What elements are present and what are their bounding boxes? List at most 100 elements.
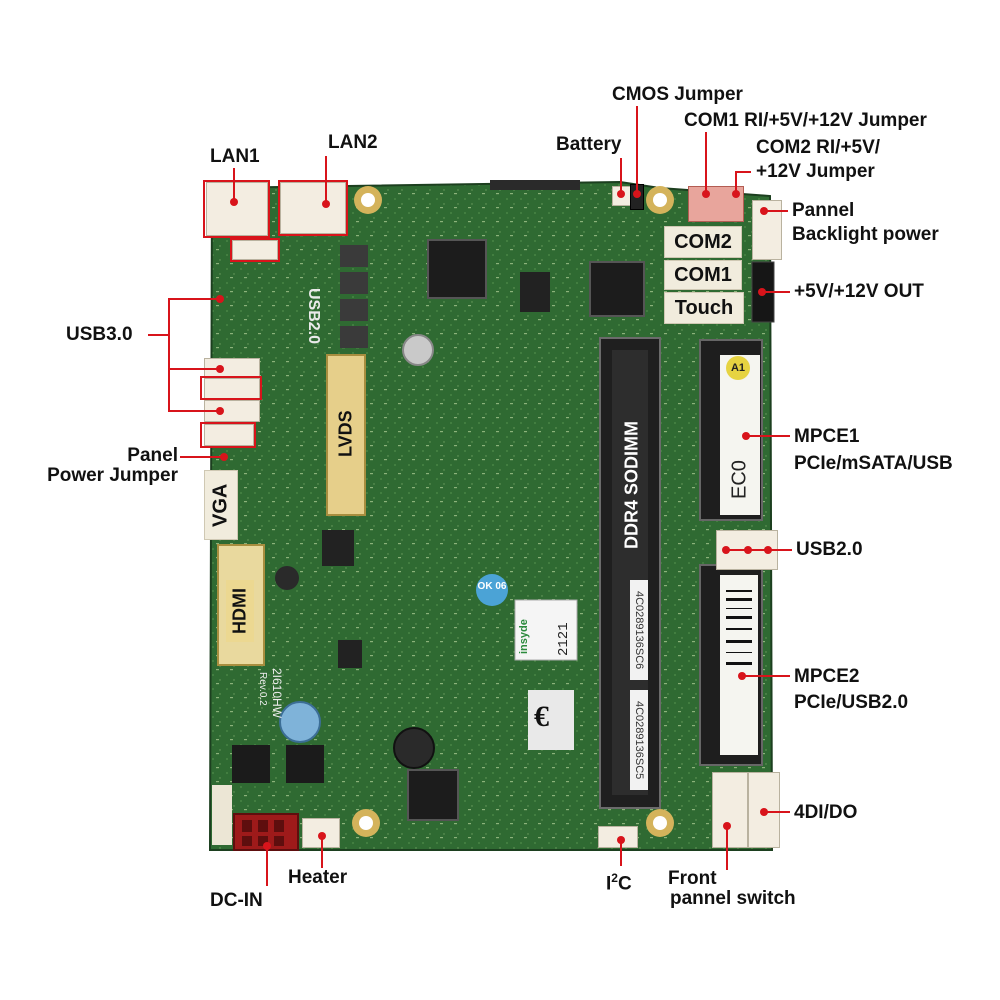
ok-sticker: OK 06 — [477, 581, 507, 592]
usb3-bracket-bot — [168, 410, 220, 412]
usb3-dot-bot — [216, 407, 224, 415]
usb3-connector — [232, 240, 278, 260]
usb3-highlight-mid — [200, 376, 262, 400]
com1-silk: COM1 — [664, 260, 742, 290]
usb3-bracket-v — [168, 298, 170, 410]
dc-in-leader — [266, 846, 268, 886]
usb3-highlight-top — [230, 238, 280, 262]
sticker-code-2: 4C0289136SC5 — [630, 690, 648, 790]
i2c-dot — [617, 836, 625, 844]
dio-dot — [760, 808, 768, 816]
panel-power-leader — [180, 456, 224, 458]
mpce2-label-1: MPCE2 — [794, 666, 860, 687]
front-panel-label-2: pannel switch — [670, 888, 796, 909]
com1-jumper-dot — [702, 190, 710, 198]
usb20-vertical-silk: USB2.0 — [305, 288, 322, 345]
usb20-leader — [726, 549, 792, 551]
panel-power-label-1: Panel — [127, 445, 178, 466]
front-panel-dot — [723, 822, 731, 830]
lvds-silk: LVDS — [332, 400, 360, 468]
usb3-dot-mid — [216, 365, 224, 373]
battery-label: Battery — [556, 134, 622, 155]
vga-silk: VGA — [204, 470, 238, 540]
usb3-label: USB3.0 — [66, 324, 133, 345]
model-silk: 2I610HW — [270, 668, 284, 719]
backlight-label-1: Pannel — [792, 200, 855, 221]
i2c-leader — [620, 840, 622, 866]
ddr4-silk: DDR4 SODIMM — [621, 421, 642, 550]
front-panel-leader — [726, 826, 728, 870]
mpce2-label-2: PCIe/USB2.0 — [794, 692, 909, 713]
sticker-code-1: 4C0289136SC6 — [630, 580, 648, 680]
lan1-connector — [206, 182, 268, 236]
usb20-label: USB2.0 — [796, 539, 863, 560]
i2c-label: I2C — [606, 867, 632, 895]
usb3-bracket-mid — [168, 368, 220, 370]
front-panel-label-1: Front — [668, 868, 717, 889]
backlight-leader — [764, 210, 788, 212]
mpce1-label-2: PCIe/mSATA/USB — [794, 453, 953, 474]
com2-silk: COM2 — [664, 226, 742, 258]
cmos-leader — [636, 106, 638, 194]
dio-leader — [764, 811, 790, 813]
dc-in-label: DC-IN — [210, 890, 263, 911]
cmos-dot — [633, 190, 641, 198]
usb3-dot-top — [216, 295, 224, 303]
ce-mark: € — [534, 700, 549, 733]
com1-jumper-leader — [705, 132, 707, 194]
insyde-brand: insyde — [518, 619, 530, 654]
insyde-code: 2121 — [556, 622, 572, 656]
lan2-dot — [322, 200, 330, 208]
com1-jumper-label: COM1 RI/+5V/+12V Jumper — [684, 110, 927, 131]
lan2-highlight — [278, 180, 348, 236]
rev-silk: Rev.0.2 — [257, 672, 268, 706]
panel-power-dot — [220, 453, 228, 461]
mpce1-dot — [742, 432, 750, 440]
a1-silk: A1 — [726, 356, 750, 380]
heater-label: Heater — [288, 867, 348, 888]
cmos-jumper-label: CMOS Jumper — [612, 84, 743, 105]
i2c-label-sup: 2 — [611, 871, 618, 885]
com2-jumper-label-1: COM2 RI/+5V/ — [756, 137, 881, 158]
lan1-label: LAN1 — [210, 146, 260, 167]
i2c-label-main: I — [606, 873, 612, 895]
lan2-connector — [280, 182, 346, 234]
lan1-highlight — [203, 180, 270, 238]
heater-leader — [321, 836, 323, 868]
out-label: +5V/+12V OUT — [794, 281, 924, 302]
usb20-dot-1 — [722, 546, 730, 554]
front-panel-connector — [712, 772, 748, 848]
hdmi-silk: HDMI — [226, 580, 254, 642]
com2-jumper-label-2: +12V Jumper — [756, 161, 875, 182]
out-dot — [758, 288, 766, 296]
panel-power-header — [204, 424, 254, 446]
mpce2-leader — [742, 675, 790, 677]
out-leader — [762, 291, 790, 293]
lan2-leader — [325, 156, 327, 204]
lan2-label: LAN2 — [328, 132, 378, 153]
panel-power-label-2: Power Jumper — [47, 465, 178, 486]
com2-jumper-leader-v — [735, 171, 737, 195]
ec0-silk: EC0 — [728, 460, 751, 500]
usb20-dot-3 — [764, 546, 772, 554]
lan1-leader — [233, 168, 235, 202]
panel-power-highlight — [200, 422, 256, 448]
com2-jumper-dot — [732, 190, 740, 198]
com2-jumper-leader-h — [735, 171, 751, 173]
backlight-label-2: Backlight power — [792, 224, 939, 245]
lan1-dot — [230, 198, 238, 206]
heater-dot — [318, 832, 326, 840]
battery-dot — [617, 190, 625, 198]
mpce1-label-1: MPCE1 — [794, 426, 860, 447]
i2c-label-tail: C — [617, 873, 632, 895]
dio-label: 4DI/DO — [794, 802, 858, 823]
mpce1-leader — [746, 435, 790, 437]
usb3-leader-h — [148, 334, 168, 336]
battery-leader — [620, 158, 622, 194]
dc-in-dot — [263, 842, 271, 850]
backlight-dot — [760, 207, 768, 215]
mpce2-dot — [738, 672, 746, 680]
touch-silk: Touch — [664, 292, 744, 324]
